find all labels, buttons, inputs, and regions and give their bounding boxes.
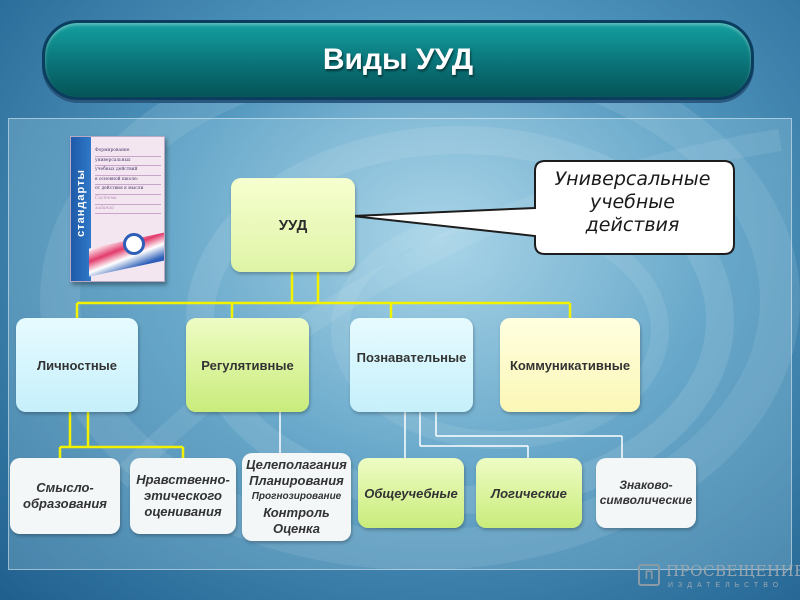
node-sign-symbolic: Знаково- символические bbox=[596, 458, 696, 528]
callout-text: Универсальные учебные действия bbox=[535, 168, 730, 237]
node-regulative-actions: Целеполагания Планирования Прогнозирован… bbox=[242, 453, 351, 541]
node-moral-evaluation: Нравственно- этического оценивания bbox=[130, 458, 236, 534]
publisher-subtitle: ИЗДАТЕЛЬСТВО bbox=[668, 582, 784, 589]
publisher-logo: П ПРОСВЕЩЕНИЕ ИЗДАТЕЛЬСТВО bbox=[638, 562, 800, 596]
node-sense-formation: Смысло- образования bbox=[10, 458, 120, 534]
node-cognitive: Познавательные bbox=[350, 318, 473, 412]
book-line: в основной школе: bbox=[95, 176, 161, 186]
node-regulative: Регулятивные bbox=[186, 318, 309, 412]
node-text-line: Нравственно- bbox=[136, 472, 230, 487]
book-spine-text: стандарты bbox=[75, 169, 87, 237]
node-logical: Логические bbox=[476, 458, 582, 528]
node-uud-root: УУД bbox=[231, 178, 355, 272]
node-communicative: Коммуникативные bbox=[500, 318, 640, 412]
book-line: заданий bbox=[95, 205, 161, 215]
node-text-line: Оценка bbox=[272, 521, 321, 536]
title-bar: Виды УУД bbox=[42, 20, 754, 100]
node-text-line: оценивания bbox=[144, 504, 222, 519]
book-line: от действия к мысли bbox=[95, 185, 161, 195]
callout-bubble bbox=[351, 160, 735, 255]
node-text-line: Целеполагания bbox=[246, 457, 347, 472]
callout-line: Универсальные bbox=[554, 168, 711, 190]
textbook-cover-image: стандарты Формирование универсальных уче… bbox=[70, 136, 165, 282]
book-line: учебных действий bbox=[95, 166, 161, 176]
publisher-name: ПРОСВЕЩЕНИЕ bbox=[666, 562, 800, 580]
book-line: Система bbox=[95, 195, 161, 205]
book-line: Формирование bbox=[95, 147, 161, 157]
book-emblem-icon bbox=[123, 233, 145, 255]
node-general-educational: Общеучебные bbox=[358, 458, 464, 528]
node-text-line: Знаково- bbox=[619, 478, 673, 492]
book-cover-text: Формирование универсальных учебных дейст… bbox=[95, 147, 161, 215]
node-text-line: символические bbox=[599, 493, 693, 507]
node-personal: Личностные bbox=[16, 318, 138, 412]
node-text-line: образования bbox=[23, 496, 107, 511]
node-text-line: Смысло- bbox=[36, 480, 94, 495]
node-text-line: Контроль bbox=[263, 505, 330, 520]
node-text-line: Планирования bbox=[249, 473, 344, 488]
callout-line: учебные bbox=[590, 191, 675, 213]
book-spine: стандарты bbox=[71, 137, 91, 281]
book-line: универсальных bbox=[95, 157, 161, 167]
node-text-line: этического bbox=[144, 488, 222, 503]
node-text-line: Прогнозирование bbox=[251, 491, 342, 502]
callout-line: действия bbox=[585, 214, 680, 236]
publisher-logo-icon: П bbox=[638, 564, 660, 586]
page-title: Виды УУД bbox=[322, 43, 474, 76]
